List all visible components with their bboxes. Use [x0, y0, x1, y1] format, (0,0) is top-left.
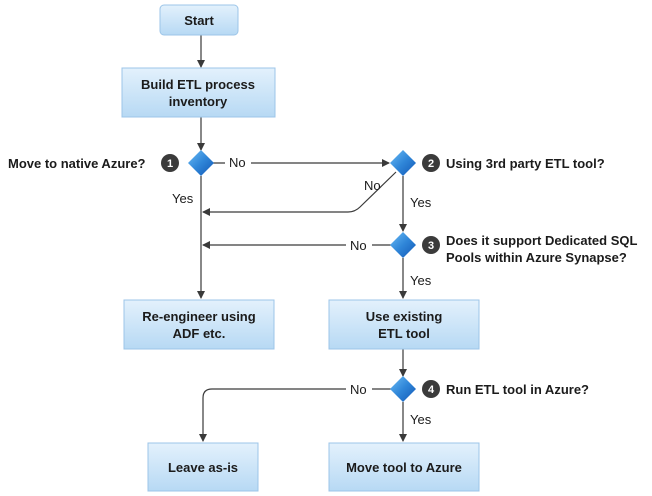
decision-4-diamond-icon	[390, 376, 416, 402]
edge-d2-no	[202, 171, 397, 216]
decision-4-question: Run ETL tool in Azure?	[446, 382, 589, 397]
node-leave-as-is-label: Leave as-is	[168, 460, 238, 475]
node-move-tool[interactable]: Move tool to Azure	[328, 442, 480, 492]
edge-label-d3-no: No	[350, 238, 367, 253]
node-use-existing-line2: ETL tool	[378, 326, 430, 341]
decision-2[interactable]: 2 Using 3rd party ETL tool?	[390, 150, 605, 176]
node-use-existing[interactable]: Use existing ETL tool	[328, 299, 480, 350]
decision-2-diamond-icon	[390, 150, 416, 176]
node-move-tool-label: Move tool to Azure	[346, 460, 462, 475]
node-start[interactable]: Start	[159, 4, 239, 36]
decision-2-badge	[422, 154, 440, 172]
decision-2-number: 2	[428, 158, 434, 170]
edge-label-d2-no: No	[364, 178, 381, 193]
node-build-inventory-line1: Build ETL process	[141, 77, 255, 92]
node-reengineer-line1: Re-engineer using	[142, 309, 255, 324]
node-build-inventory[interactable]: Build ETL process inventory	[121, 67, 276, 118]
decision-1-question: Move to native Azure?	[8, 156, 146, 171]
node-build-inventory-line2: inventory	[169, 94, 228, 109]
decision-3-badge	[422, 236, 440, 254]
decision-3[interactable]: 3 Does it support Dedicated SQL Pools wi…	[390, 232, 637, 265]
edge-label-d1-no: No	[229, 155, 246, 170]
decision-4[interactable]: 4 Run ETL tool in Azure?	[390, 376, 589, 402]
decision-1-diamond-icon	[188, 150, 214, 176]
decision-3-question-line2: Pools within Azure Synapse?	[446, 250, 627, 265]
decision-1[interactable]: 1 Move to native Azure?	[8, 150, 214, 176]
edge-label-d1-yes: Yes	[172, 191, 194, 206]
edge-label-d3-yes: Yes	[410, 273, 432, 288]
node-use-existing-line1: Use existing	[366, 309, 443, 324]
edge-d4-no	[199, 388, 391, 442]
decision-3-question-line1: Does it support Dedicated SQL	[446, 233, 637, 248]
decision-4-number: 4	[428, 384, 435, 396]
node-reengineer-line2: ADF etc.	[173, 326, 226, 341]
decision-2-question: Using 3rd party ETL tool?	[446, 156, 605, 171]
edge-label-d4-no: No	[350, 382, 367, 397]
decision-3-diamond-icon	[390, 232, 416, 258]
decision-4-badge	[422, 380, 440, 398]
node-start-label: Start	[184, 13, 214, 28]
edge-label-d2-yes: Yes	[410, 195, 432, 210]
decision-1-number: 1	[167, 158, 173, 170]
decision-1-badge	[161, 154, 179, 172]
node-reengineer[interactable]: Re-engineer using ADF etc.	[123, 299, 275, 350]
edge-label-d4-yes: Yes	[410, 412, 432, 427]
decision-3-number: 3	[428, 240, 434, 252]
node-leave-as-is[interactable]: Leave as-is	[147, 442, 259, 492]
